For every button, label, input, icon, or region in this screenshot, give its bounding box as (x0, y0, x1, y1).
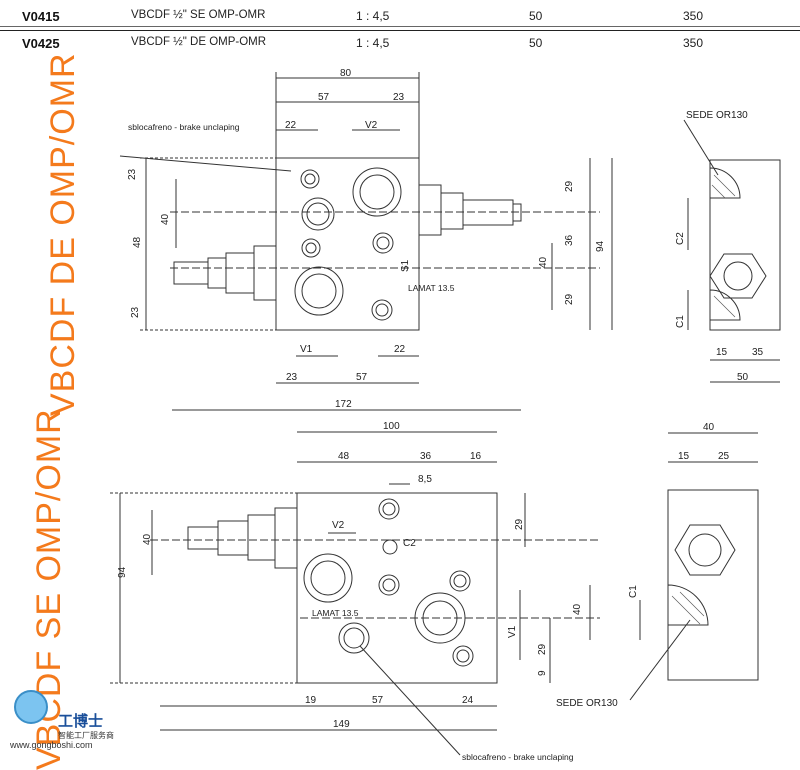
product-row-2: V0425 VBCDF ½" DE OMP-OMR 1 : 4,5 50 350 (0, 30, 800, 53)
dim-57: 57 (318, 92, 330, 103)
label-lamat: LAMAT 13.5 (312, 608, 359, 618)
label-c1: C1 (675, 315, 686, 328)
dim-22: 22 (394, 344, 406, 355)
dim-35: 35 (752, 347, 764, 358)
dim-80: 80 (340, 68, 352, 79)
logo-url: www.gongboshi.com (10, 740, 93, 750)
dim-9: 9 (537, 670, 548, 676)
dim-40: 40 (703, 422, 715, 433)
dim-36: 36 (420, 451, 432, 462)
label-sede: SEDE OR130 (556, 698, 618, 709)
label-c1: C1 (628, 585, 639, 598)
note-brake: sblocafreno - brake unclaping (128, 122, 240, 132)
logo-tagline: 智能工厂服务商 (58, 731, 114, 740)
dim-40: 40 (572, 603, 583, 615)
bottom-valve-body (296, 492, 498, 684)
dim-57: 57 (372, 695, 384, 706)
dim-48: 48 (338, 451, 350, 462)
dim-50: 50 (737, 372, 749, 383)
mascot-icon (14, 690, 48, 724)
label-v2: V2 (365, 120, 378, 131)
top-valve-body (275, 157, 420, 331)
dim-36: 36 (564, 234, 575, 246)
product-row-1: V0415 VBCDF ½" SE OMP-OMR 1 : 4,5 50 350 (0, 4, 800, 27)
dim-16: 16 (470, 451, 482, 462)
dim-29: 29 (514, 518, 525, 530)
dim-172: 172 (335, 399, 352, 410)
label-v1: V1 (300, 344, 313, 355)
dim-19: 19 (305, 695, 317, 706)
note-brake: sblocafreno - brake unclaping (462, 752, 574, 762)
dim-100: 100 (383, 421, 400, 432)
dim-23: 23 (127, 168, 138, 180)
flow-value: 50 (529, 36, 543, 50)
dim-57: 57 (356, 372, 368, 383)
dim-23: 23 (393, 92, 405, 103)
dim-15: 15 (716, 347, 728, 358)
dim-29: 29 (537, 643, 548, 655)
watermark-logo: 工博士 智能工厂服务商 www.gongboshi.com (8, 690, 138, 750)
pilot-ratio: 1 : 4,5 (356, 36, 390, 50)
label-lamat: LAMAT 13.5 (408, 283, 455, 293)
dim-8-5: 8,5 (418, 474, 432, 485)
pressure-value: 350 (683, 36, 704, 50)
pressure-value: 350 (683, 9, 704, 23)
label-c2: C2 (403, 538, 416, 549)
logo-name: 工博士 (58, 712, 104, 730)
dim-40: 40 (160, 213, 171, 225)
product-description: VBCDF ½" SE OMP-OMR (131, 9, 266, 21)
dim-23: 23 (286, 372, 298, 383)
dim-29: 29 (564, 180, 575, 192)
dim-25: 25 (718, 451, 730, 462)
bottom-side-view (667, 489, 759, 681)
dim-149: 149 (333, 719, 350, 730)
label-c2: C2 (675, 232, 686, 245)
dim-15: 15 (678, 451, 690, 462)
label-sede: SEDE OR130 (686, 110, 748, 121)
dim-48: 48 (132, 236, 143, 248)
label-v1: V1 (507, 625, 518, 638)
dim-22: 22 (285, 120, 297, 131)
dim-94: 94 (595, 240, 606, 252)
dim-23: 23 (130, 306, 141, 318)
pilot-ratio: 1 : 4,5 (356, 9, 390, 23)
flow-value: 50 (529, 9, 543, 23)
dim-24: 24 (462, 695, 474, 706)
product-code: V0415 (22, 9, 60, 24)
product-code: V0425 (22, 36, 60, 51)
label-v2: V2 (332, 520, 345, 531)
dim-40: 40 (538, 256, 549, 268)
top-side-view (709, 159, 781, 331)
label-s1: S1 (400, 259, 411, 272)
dim-94: 94 (117, 566, 128, 578)
dim-29: 29 (564, 293, 575, 305)
dim-40: 40 (142, 533, 153, 545)
product-description: VBCDF ½" DE OMP-OMR (131, 36, 267, 48)
